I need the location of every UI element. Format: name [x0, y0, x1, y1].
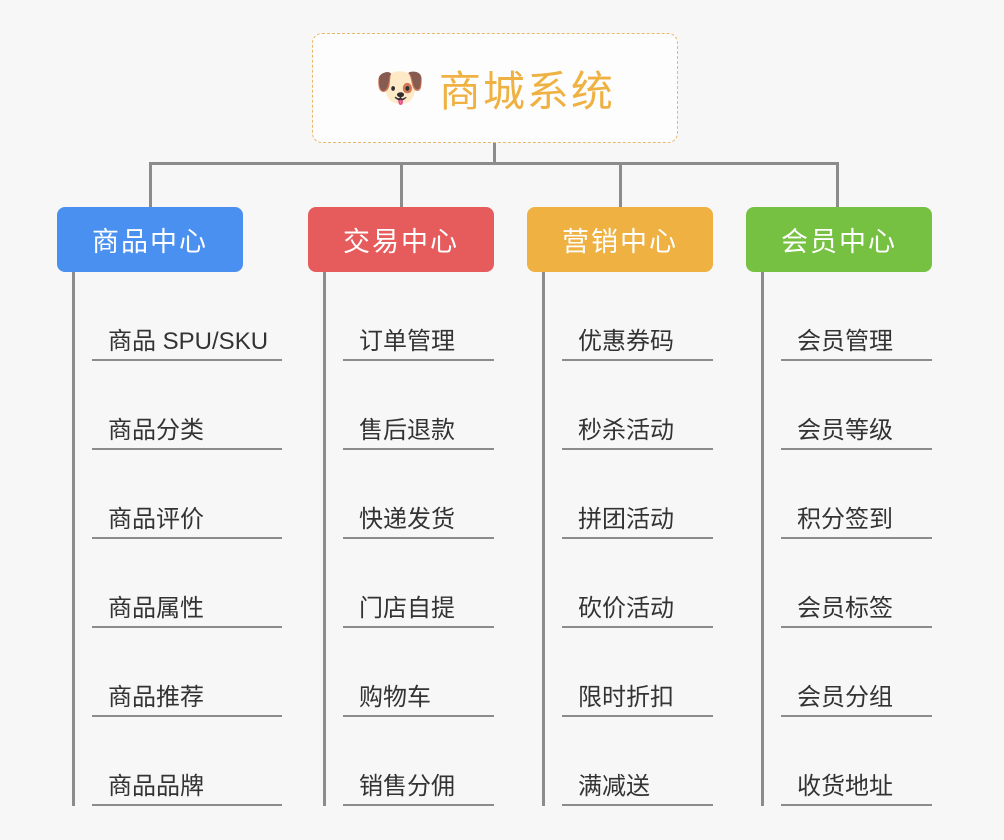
branch-trade-center: 交易中心 订单管理 售后退款 快递发货 门店自提 购物车 销售分佣	[308, 207, 494, 806]
leaf-label: 商品推荐	[108, 683, 204, 711]
branch-header-label: 商品中心	[92, 227, 208, 257]
branch-header-marketing-center[interactable]: 营销中心	[527, 207, 713, 272]
leaf-item[interactable]: 会员分组	[781, 628, 932, 717]
leaf-item[interactable]: 商品 SPU/SKU	[92, 272, 283, 361]
leaf-list-marketing-center: 优惠券码 秒杀活动 拼团活动 砍价活动 限时折扣 满减送	[542, 272, 713, 806]
leaf-label: 积分签到	[797, 505, 893, 533]
leaf-item[interactable]: 订单管理	[343, 272, 494, 361]
dog-face-icon: 🐶	[375, 66, 425, 110]
leaf-list-member-center: 会员管理 会员等级 积分签到 会员标签 会员分组 收货地址	[761, 272, 932, 806]
leaf-label: 订单管理	[359, 327, 455, 355]
leaf-item[interactable]: 满减送	[562, 717, 713, 806]
leaf-item[interactable]: 购物车	[343, 628, 494, 717]
leaf-item[interactable]: 收货地址	[781, 717, 932, 806]
leaf-label: 商品 SPU/SKU	[108, 327, 269, 355]
leaf-item[interactable]: 门店自提	[343, 539, 494, 628]
leaf-item[interactable]: 售后退款	[343, 361, 494, 450]
leaf-item[interactable]: 快递发货	[343, 450, 494, 539]
leaf-item[interactable]: 会员等级	[781, 361, 932, 450]
leaf-label: 满减送	[578, 772, 650, 800]
leaf-item[interactable]: 商品分类	[92, 361, 283, 450]
leaf-label: 砍价活动	[578, 594, 674, 622]
leaf-label: 商品属性	[108, 594, 204, 622]
branch-drop-connector-2	[400, 162, 403, 208]
leaf-label: 优惠券码	[578, 327, 674, 355]
leaf-item[interactable]: 商品属性	[92, 539, 283, 628]
leaf-label: 销售分佣	[359, 772, 455, 800]
leaf-list-product-center: 商品 SPU/SKU 商品分类 商品评价 商品属性 商品推荐 商品品牌	[72, 272, 283, 806]
leaf-label: 会员管理	[797, 327, 893, 355]
branch-product-center: 商品中心 商品 SPU/SKU 商品分类 商品评价 商品属性 商品推荐 商品品牌	[57, 207, 283, 806]
root-stem-connector	[493, 143, 496, 165]
leaf-label: 商品分类	[108, 416, 204, 444]
leaf-item[interactable]: 限时折扣	[562, 628, 713, 717]
leaf-label: 会员等级	[797, 416, 893, 444]
branch-header-label: 交易中心	[343, 227, 459, 257]
leaf-item[interactable]: 商品评价	[92, 450, 283, 539]
leaf-label: 购物车	[359, 683, 431, 711]
leaf-item[interactable]: 会员标签	[781, 539, 932, 628]
leaf-item[interactable]: 拼团活动	[562, 450, 713, 539]
leaf-item[interactable]: 销售分佣	[343, 717, 494, 806]
branch-drop-connector-3	[619, 162, 622, 208]
branch-marketing-center: 营销中心 优惠券码 秒杀活动 拼团活动 砍价活动 限时折扣 满减送	[527, 207, 713, 806]
leaf-item[interactable]: 会员管理	[781, 272, 932, 361]
branch-header-label: 营销中心	[562, 227, 678, 257]
horizontal-bus-connector	[149, 162, 839, 165]
root-title: 商城系统	[438, 67, 615, 115]
branch-header-product-center[interactable]: 商品中心	[57, 207, 243, 272]
branch-header-label: 会员中心	[781, 227, 897, 257]
branch-member-center: 会员中心 会员管理 会员等级 积分签到 会员标签 会员分组 收货地址	[746, 207, 932, 806]
leaf-label: 收货地址	[797, 772, 893, 800]
leaf-label: 门店自提	[359, 594, 455, 622]
branch-drop-connector-4	[836, 162, 839, 208]
leaf-label: 限时折扣	[578, 683, 674, 711]
leaf-label: 售后退款	[359, 416, 455, 444]
leaf-label: 商品评价	[108, 505, 204, 533]
leaf-item[interactable]: 商品推荐	[92, 628, 283, 717]
branch-header-trade-center[interactable]: 交易中心	[308, 207, 494, 272]
branch-drop-connector-1	[149, 162, 152, 208]
leaf-label: 秒杀活动	[578, 416, 674, 444]
leaf-label: 商品品牌	[108, 772, 204, 800]
branch-header-member-center[interactable]: 会员中心	[746, 207, 932, 272]
leaf-item[interactable]: 秒杀活动	[562, 361, 713, 450]
leaf-label: 快递发货	[359, 505, 455, 533]
root-node[interactable]: 🐶 商城系统	[312, 33, 678, 143]
leaf-list-trade-center: 订单管理 售后退款 快递发货 门店自提 购物车 销售分佣	[323, 272, 494, 806]
leaf-label: 会员分组	[797, 683, 893, 711]
leaf-label: 会员标签	[797, 594, 893, 622]
leaf-label: 拼团活动	[578, 505, 674, 533]
leaf-item[interactable]: 砍价活动	[562, 539, 713, 628]
leaf-item[interactable]: 商品品牌	[92, 717, 283, 806]
leaf-item[interactable]: 积分签到	[781, 450, 932, 539]
leaf-item[interactable]: 优惠券码	[562, 272, 713, 361]
